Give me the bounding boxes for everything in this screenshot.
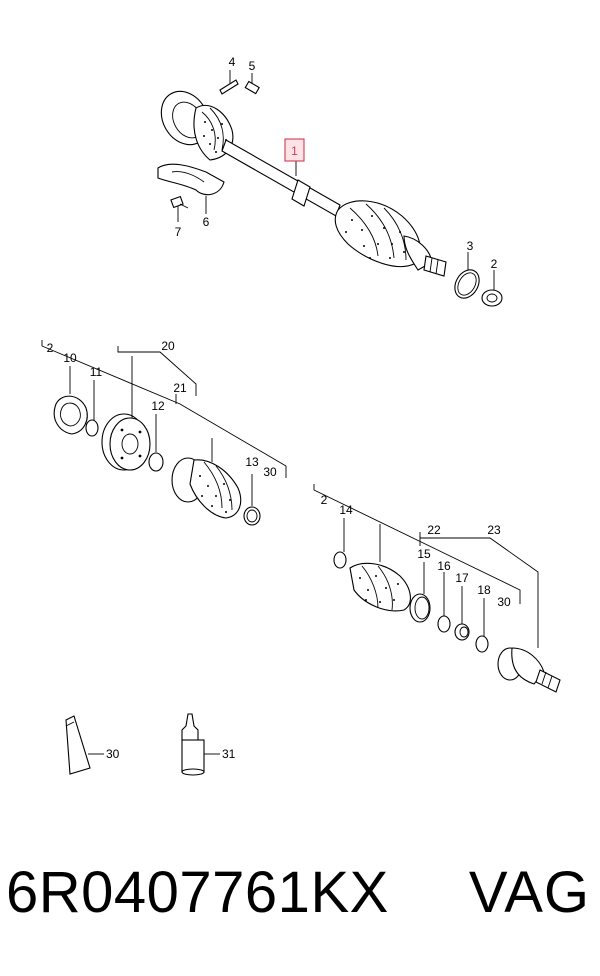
sealant-bottle-part-31 (181, 713, 205, 776)
callout-21: 21 (173, 381, 187, 395)
ring-part-11 (85, 419, 99, 437)
callout-5: 5 (249, 59, 256, 73)
callout-23: 23 (487, 523, 501, 537)
circlip-part-3 (454, 269, 480, 299)
callout-22: 22 (427, 523, 441, 537)
callout-7: 7 (175, 225, 182, 239)
drive-shaft-assembly (160, 90, 447, 277)
callout-3: 3 (467, 239, 474, 253)
callout-1-highlight[interactable]: 1 (284, 138, 305, 162)
callout-16: 16 (437, 559, 451, 573)
callout-2-left: 2 (47, 341, 54, 355)
callout-30-outer: 30 (497, 595, 511, 609)
callout-18: 18 (477, 583, 491, 597)
flange-part-inner (101, 413, 151, 471)
callout-13: 13 (245, 455, 259, 469)
grease-tube-part-30 (65, 715, 91, 775)
nut-part-2 (481, 289, 503, 307)
callout-14: 14 (339, 503, 353, 517)
ring-part-16 (437, 615, 451, 633)
bolt-part-7 (170, 195, 189, 209)
callout-17: 17 (455, 571, 469, 585)
callout-2-top: 2 (491, 257, 498, 271)
clip-part-4 (219, 79, 239, 95)
circlip-part-18 (475, 635, 489, 653)
part-number: 6R0407761KX (6, 860, 389, 925)
callout-10: 10 (63, 351, 77, 365)
inner-joint-kit-bracket (41, 340, 287, 478)
inner-boot-part (171, 457, 242, 519)
footer: 6R0407761KX VAG (0, 858, 600, 938)
callout-11: 11 (90, 365, 103, 379)
outer-boot-part (349, 562, 411, 612)
callout-31: 31 (222, 747, 236, 761)
ring-part-12 (148, 452, 164, 472)
callout-12: 12 (151, 399, 165, 413)
callout-6: 6 (203, 215, 210, 229)
bolt-part-5 (244, 80, 260, 95)
clamp-part-15 (409, 593, 431, 623)
outer-joint-kit-bracket (313, 484, 539, 648)
clamp-part-13 (243, 506, 261, 526)
right-boot-dots (345, 215, 405, 259)
gasket-part-10 (53, 395, 88, 435)
callout-2-right: 2 (321, 493, 328, 507)
heat-shield-part-6 (157, 163, 225, 196)
callout-15: 15 (417, 547, 431, 561)
callout-30-inner: 30 (263, 465, 277, 479)
callout-1: 1 (291, 144, 298, 158)
callout-30-grease: 30 (106, 747, 120, 761)
callout-4: 4 (229, 55, 236, 69)
outer-cv-joint-part (497, 647, 561, 693)
ring-part-17 (454, 623, 470, 641)
brand-name: VAG (468, 860, 590, 925)
callout-20: 20 (161, 339, 175, 353)
clamp-part-14 (333, 551, 347, 569)
